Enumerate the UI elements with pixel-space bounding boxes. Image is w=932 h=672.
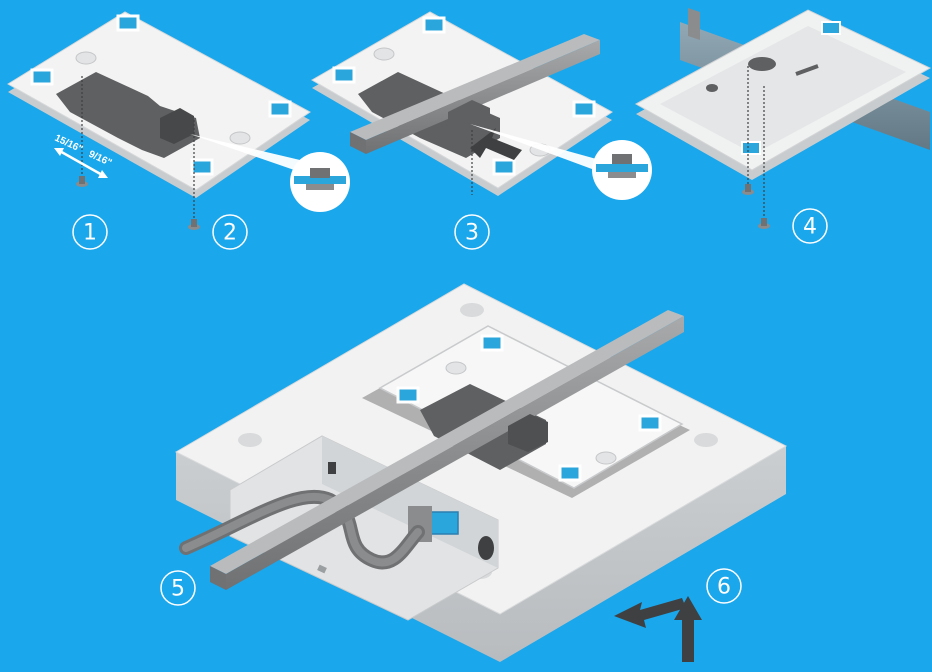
step-number-label: 6	[717, 575, 731, 600]
panel-step-4	[636, 8, 930, 229]
push-arrow-icon	[614, 598, 686, 628]
step-number-label: 2	[223, 221, 237, 246]
screw-icon	[188, 219, 200, 230]
step-number-label: 1	[83, 221, 97, 246]
step-number-5: 5	[161, 571, 195, 605]
step-number-1: 1	[73, 215, 107, 249]
screw-icon	[76, 176, 88, 187]
step-number-3: 3	[455, 215, 489, 249]
screw-icon	[742, 184, 754, 195]
step-number-2: 2	[213, 215, 247, 249]
panel-step-5-6	[176, 284, 786, 662]
step-number-label: 3	[465, 221, 479, 246]
screw-detail-callout	[592, 140, 652, 200]
step-number-label: 4	[803, 215, 817, 240]
step-number-6: 6	[707, 569, 741, 603]
panel-step-3	[312, 12, 652, 200]
step-number-4: 4	[793, 209, 827, 243]
panel-step-1-2: 15/16" 9/16"	[8, 12, 350, 230]
dimension-label-right: 9/16"	[87, 149, 114, 169]
screw-detail-callout	[290, 152, 350, 212]
screw-icon	[758, 218, 770, 229]
step-number-label: 5	[171, 577, 185, 602]
